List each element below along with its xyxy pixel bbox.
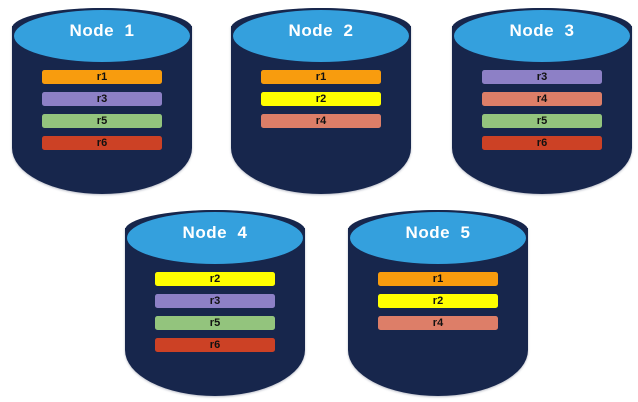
cylinder-shape [348,210,528,396]
replica-bar[interactable]: r4 [378,316,498,330]
cylinder-shape [452,8,632,194]
database-node-cylinder[interactable]: Node 3 r3 r4 r5 r6 [452,8,632,194]
replica-bar[interactable]: r5 [42,114,162,128]
cylinder-top-ellipse [125,210,305,266]
replica-list: r3 r4 r5 r6 [482,70,602,150]
replica-bar[interactable]: r3 [482,70,602,84]
node-label: Node 1 [69,21,135,40]
cylinder-top-ellipse [348,210,528,266]
cylinder-shape [231,8,411,194]
database-node-cylinder[interactable]: Node 2 r1 r2 r4 [231,8,411,194]
cylinder-shape [12,8,192,194]
node-label: Node 2 [288,21,354,40]
replica-bar[interactable]: r3 [155,294,275,308]
database-node-cylinder[interactable]: Node 1 r1 r3 r5 r6 [12,8,192,194]
node-label: Node 3 [509,21,575,40]
cylinder-top-ellipse [231,8,411,64]
replica-list: r2 r3 r5 r6 [155,272,275,352]
replica-list: r1 r2 r4 [261,70,381,128]
replica-bar[interactable]: r6 [42,136,162,150]
database-node-cylinder[interactable]: Node 5 r1 r2 r4 [348,210,528,396]
cylinder-top-ellipse [12,8,192,64]
replica-bar[interactable]: r1 [42,70,162,84]
replica-bar[interactable]: r5 [482,114,602,128]
replica-list: r1 r2 r4 [378,272,498,330]
database-node-cylinder[interactable]: Node 4 r2 r3 r5 r6 [125,210,305,396]
replica-bar[interactable]: r1 [261,70,381,84]
cylinder-shape [125,210,305,396]
replica-bar[interactable]: r4 [261,114,381,128]
replica-bar[interactable]: r1 [378,272,498,286]
replica-bar[interactable]: r4 [482,92,602,106]
replica-bar[interactable]: r6 [155,338,275,352]
replica-bar[interactable]: r5 [155,316,275,330]
replica-bar[interactable]: r2 [261,92,381,106]
replica-bar[interactable]: r2 [155,272,275,286]
replica-bar[interactable]: r3 [42,92,162,106]
replica-bar[interactable]: r6 [482,136,602,150]
replica-list: r1 r3 r5 r6 [42,70,162,150]
cylinder-top-ellipse [452,8,632,64]
node-label: Node 5 [405,223,471,242]
node-label: Node 4 [182,223,248,242]
replica-bar[interactable]: r2 [378,294,498,308]
